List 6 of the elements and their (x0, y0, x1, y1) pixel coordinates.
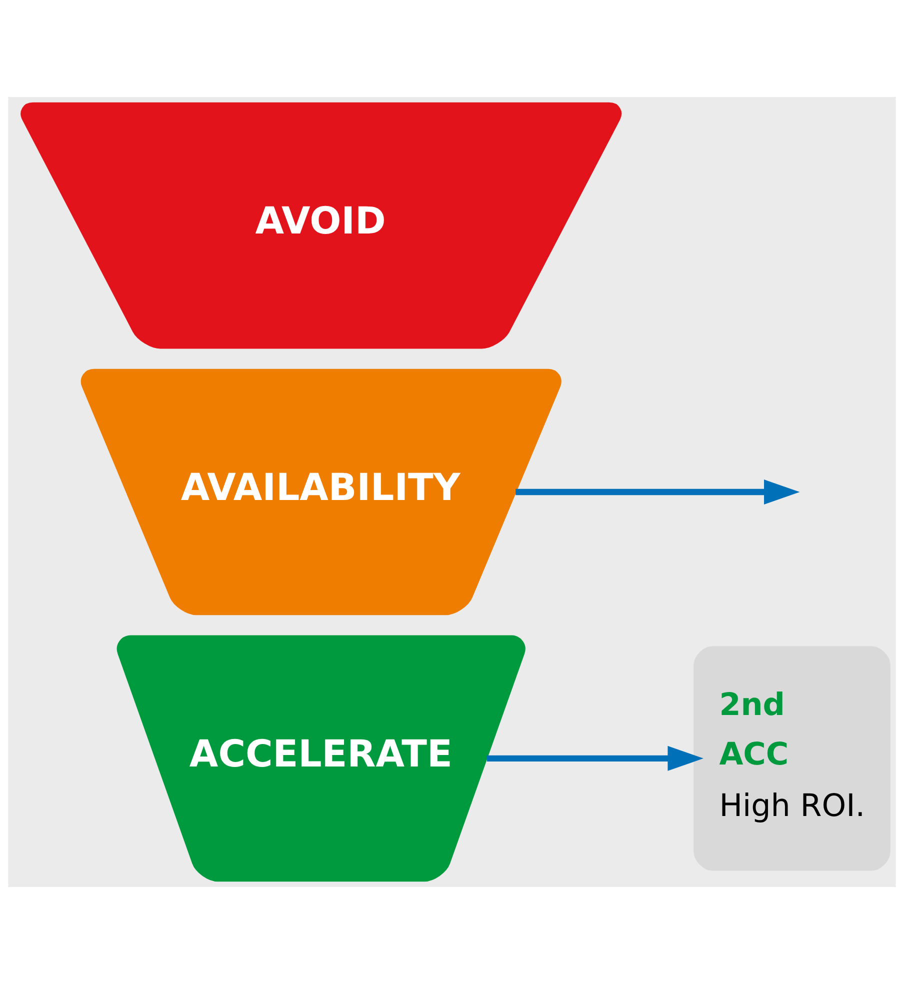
node-ellipse: ACCELERATE (116, 634, 526, 882)
arrow (486, 745, 704, 770)
node-ellipse: AVOID (20, 102, 622, 348)
node-ellipse: AVAILABILITY (80, 368, 562, 615)
node-box: 2nd ACC High ROI. (694, 646, 890, 870)
arrow (516, 479, 800, 504)
